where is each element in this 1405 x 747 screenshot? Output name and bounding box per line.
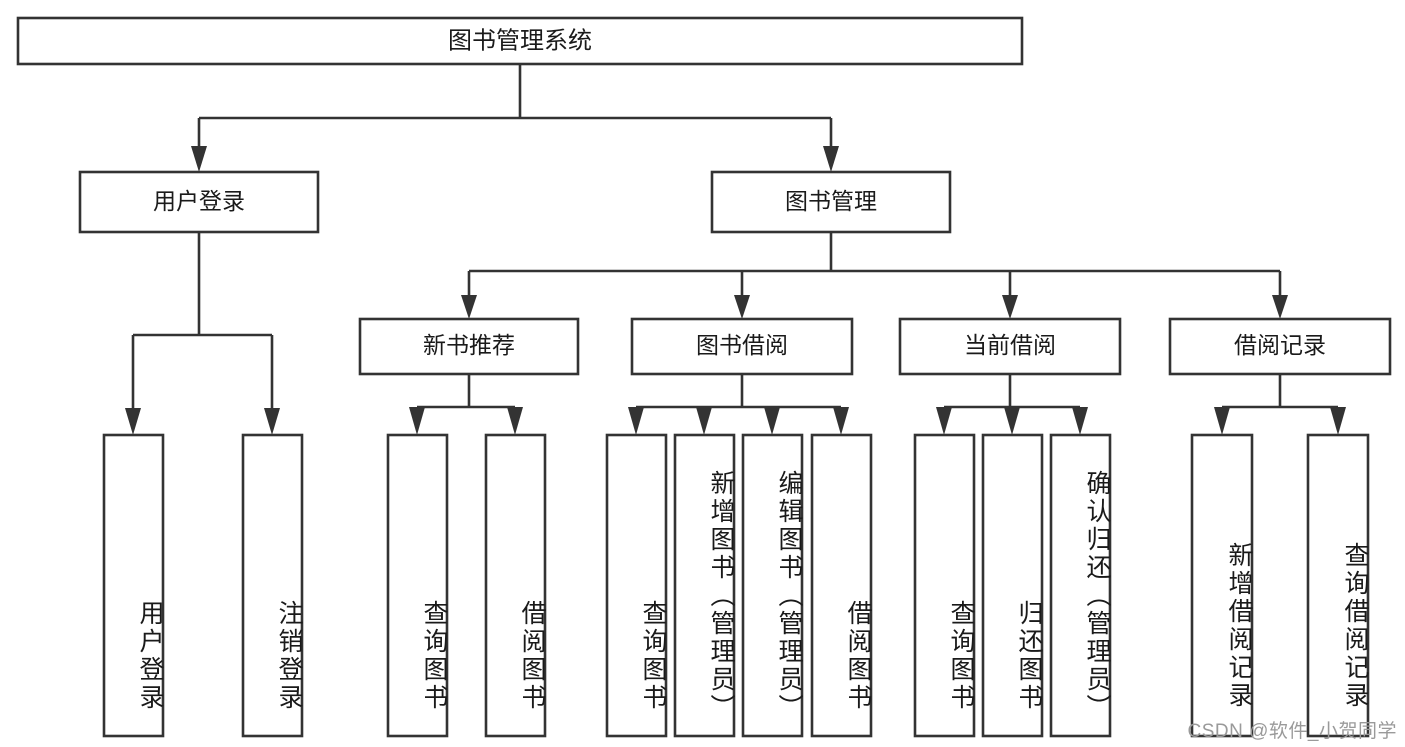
- node-root-label: 图书管理系统: [448, 27, 592, 54]
- leaf-box-query-book-2[interactable]: [605, 433, 668, 738]
- connector-borrow-to-leaves: [628, 374, 849, 435]
- node-borrow-record-label: 借阅记录: [1234, 332, 1326, 358]
- node-book-borrow[interactable]: 图书借阅: [630, 317, 854, 376]
- leaf-box-edit-book-admin[interactable]: [741, 433, 804, 738]
- leaf-box-borrow-book-1[interactable]: [484, 433, 547, 738]
- leaf-box-query-record[interactable]: [1306, 433, 1370, 738]
- node-root[interactable]: 图书管理系统: [16, 16, 1024, 66]
- node-book-borrow-label: 图书借阅: [696, 332, 788, 358]
- node-borrow-record[interactable]: 借阅记录: [1168, 317, 1392, 376]
- leaf-boxes: [102, 433, 1370, 738]
- connector-newbook-to-leaves: [409, 374, 523, 435]
- leaf-box-confirm-return[interactable]: [1049, 433, 1112, 738]
- leaf-box-logout[interactable]: [241, 433, 304, 738]
- node-book-management[interactable]: 图书管理: [710, 170, 952, 234]
- csdn-watermark: CSDN @软件_小贺同学: [1187, 721, 1397, 742]
- leaf-box-borrow-book-2[interactable]: [810, 433, 873, 738]
- leaf-box-add-record[interactable]: [1190, 433, 1254, 738]
- leaf-box-return-book[interactable]: [981, 433, 1044, 738]
- node-new-book-recommend-label: 新书推荐: [423, 332, 515, 358]
- leaf-box-add-book-admin[interactable]: [673, 433, 736, 738]
- node-book-management-label: 图书管理: [785, 188, 877, 214]
- node-user-login-label: 用户登录: [153, 188, 245, 214]
- connector-root-to-level1: [191, 64, 839, 172]
- node-current-borrow-label: 当前借阅: [964, 332, 1056, 358]
- connector-bookmgmt-to-level2: [461, 232, 1288, 319]
- node-new-book-recommend[interactable]: 新书推荐: [358, 317, 580, 376]
- connector-record-to-leaves: [1214, 374, 1346, 435]
- connector-userlogin-to-leaves: [125, 232, 280, 435]
- leaf-box-query-book-3[interactable]: [913, 433, 976, 738]
- node-current-borrow[interactable]: 当前借阅: [898, 317, 1122, 376]
- connector-current-to-leaves: [936, 374, 1088, 435]
- leaf-box-query-book-1[interactable]: [386, 433, 449, 738]
- node-user-login[interactable]: 用户登录: [78, 170, 320, 234]
- leaf-box-user-login[interactable]: [102, 433, 165, 738]
